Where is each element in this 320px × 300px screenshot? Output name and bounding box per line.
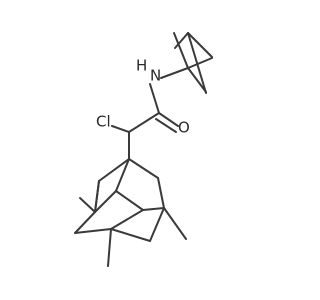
atom-labels: H N Cl O bbox=[96, 57, 190, 137]
bond-n-carbonyl bbox=[149, 83, 160, 114]
bond-alpha-cl bbox=[111, 125, 130, 133]
atom-label-cl: Cl bbox=[96, 113, 111, 131]
bond-tbu-center-methyl-down bbox=[187, 67, 207, 93]
bond-tbu-methyl-right bbox=[187, 32, 213, 58]
bond-ad-8 bbox=[98, 158, 130, 182]
bond-ad-11 bbox=[115, 190, 144, 211]
bond-methyl-bottom bbox=[107, 228, 112, 267]
bond-ad-2 bbox=[157, 177, 165, 209]
bond-ad-13 bbox=[110, 209, 144, 230]
bond-carbonyl-o-2 bbox=[155, 118, 177, 133]
bond-ad-1 bbox=[128, 158, 159, 179]
bond-carbonyl-o-1 bbox=[158, 112, 179, 127]
bond-ad-12 bbox=[142, 207, 165, 211]
bond-tbu-methyl-top bbox=[174, 32, 189, 49]
molecule-canvas: H N Cl O bbox=[74, 32, 213, 267]
bond-ad-9 bbox=[115, 158, 130, 192]
bond-ad-14 bbox=[94, 180, 100, 213]
bond-ad-10 bbox=[94, 190, 117, 213]
bonds bbox=[74, 32, 213, 267]
bond-ad-6 bbox=[74, 211, 96, 234]
bond-ad-4 bbox=[110, 228, 151, 242]
atom-label-h: H bbox=[136, 57, 147, 75]
atom-label-o: O bbox=[178, 119, 190, 137]
atom-label-n: N bbox=[150, 67, 161, 85]
bond-ad-5 bbox=[74, 228, 112, 234]
bond-methyl-left bbox=[79, 197, 96, 213]
bond-methyl-right bbox=[163, 207, 187, 240]
bond-tbu-center-methyl-right bbox=[187, 57, 213, 69]
bond-ad-3 bbox=[149, 207, 165, 242]
bond-carbonyl-alpha bbox=[128, 112, 160, 133]
bond-tbu-center-methyl-top bbox=[173, 32, 189, 69]
structure-diagram: H N Cl O bbox=[74, 32, 213, 267]
bond-tbu-methyl-bottom bbox=[187, 32, 207, 94]
bond-n-tbu-carbon bbox=[160, 67, 189, 79]
